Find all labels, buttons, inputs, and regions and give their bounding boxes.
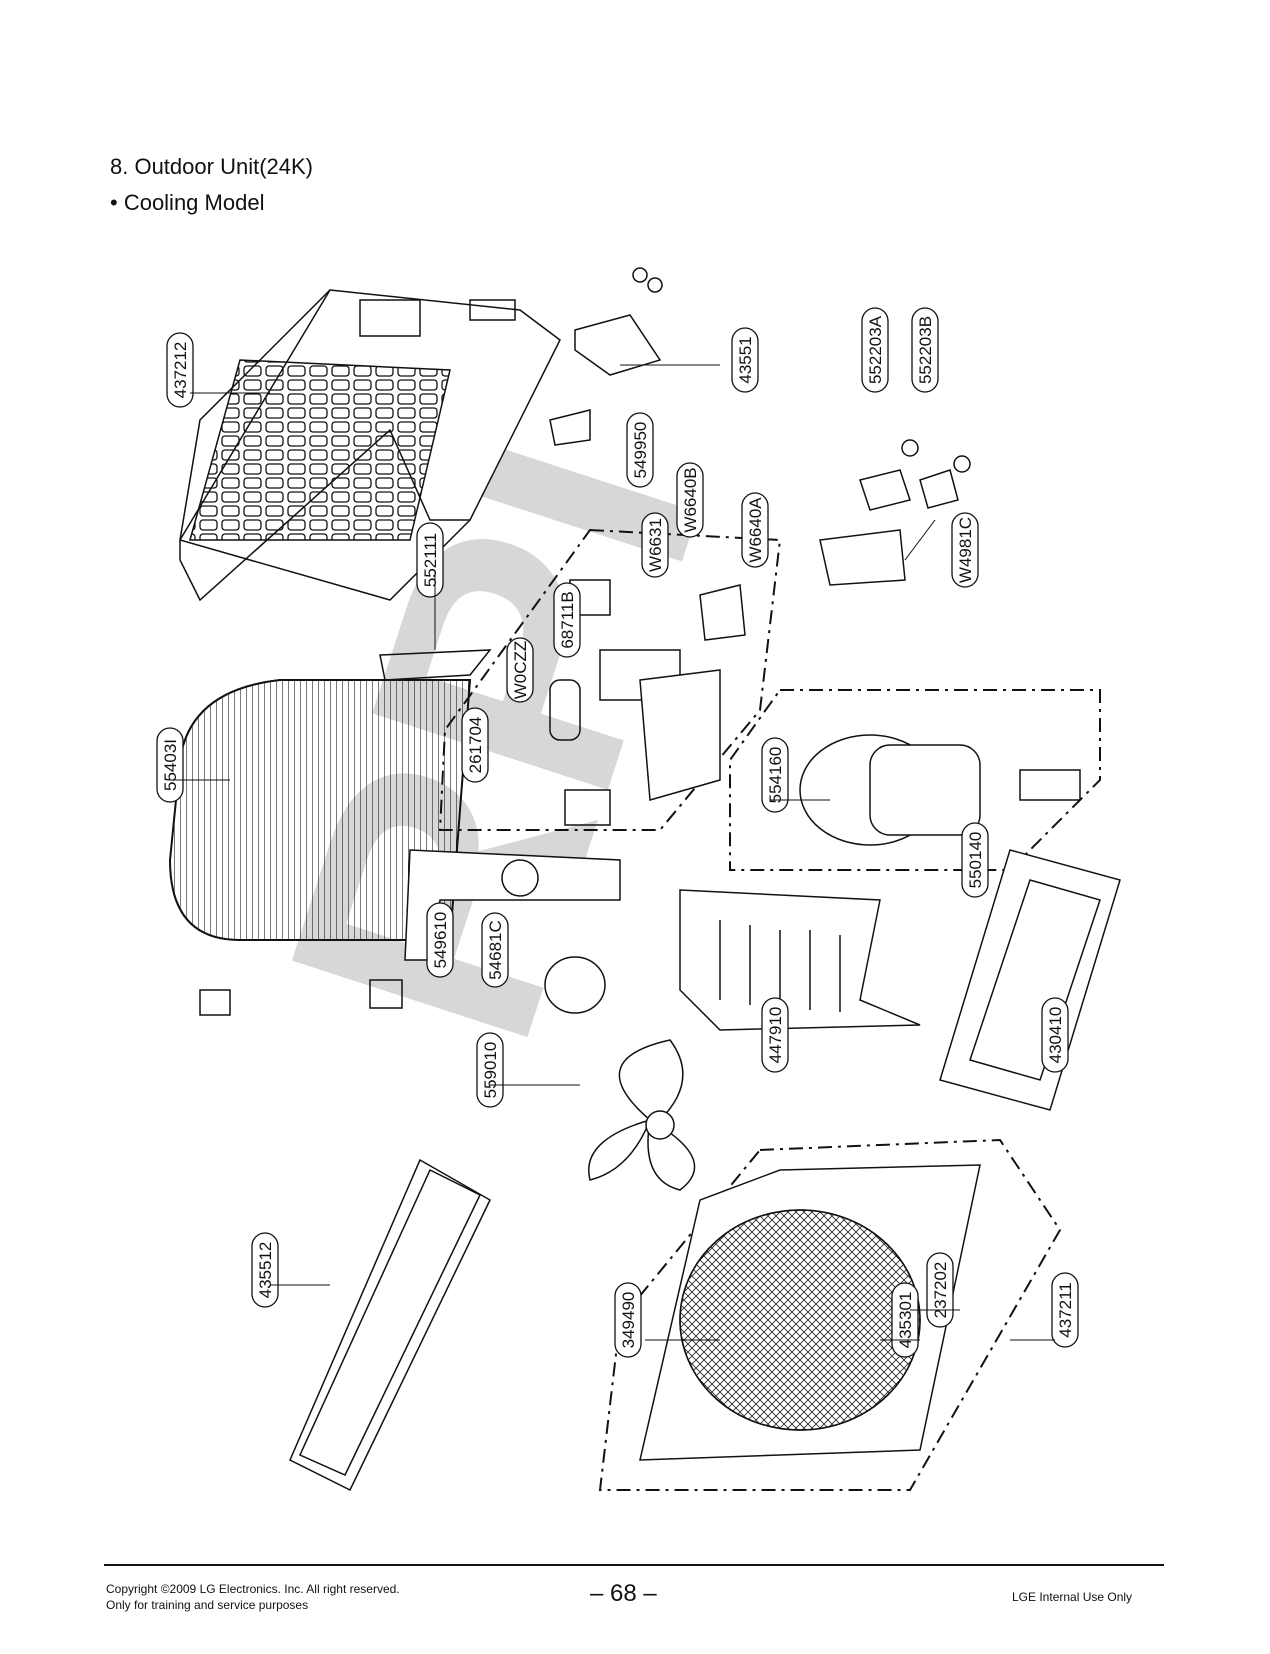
part-number: 435512 (256, 1242, 275, 1299)
part-number: 552111 (421, 533, 440, 587)
part-number: W6640B (681, 467, 700, 532)
leader-lines (170, 364, 1055, 1341)
part-callout: W6631 (641, 512, 669, 578)
motor-bracket (404, 849, 621, 961)
part-callout: 437212 (166, 332, 194, 408)
fan-motor (544, 956, 606, 1014)
part-callout: W0CZZ (506, 637, 534, 703)
part-number: 237202 (931, 1262, 950, 1319)
part-number: 447910 (766, 1007, 785, 1064)
part-callout: 549610 (426, 902, 454, 978)
part-callout: W4981C (951, 512, 979, 588)
part-callout: 430410 (1041, 997, 1069, 1073)
internal-use-note: LGE Internal Use Only (1012, 1590, 1133, 1604)
control-box-group (438, 528, 782, 831)
part-number: 437211 (1056, 1282, 1075, 1337)
part-callout: W6640A (741, 492, 769, 568)
part-number: W4981C (956, 517, 975, 583)
part-callout: 43551 (731, 327, 759, 393)
clip-part (199, 989, 231, 1016)
part-callout: 435512 (251, 1232, 279, 1308)
page-number: – 68 – (590, 1580, 657, 1607)
base-pan (679, 889, 921, 1031)
part-callout: 435301 (891, 1282, 919, 1358)
footer-divider (104, 1564, 1164, 1566)
part-number: W0CZZ (511, 641, 530, 700)
part-number: 261704 (466, 717, 485, 774)
part-callout: 55403I (156, 727, 184, 803)
part-callout: 549950 (626, 412, 654, 488)
training-note: Only for training and service purposes (106, 1598, 309, 1612)
part-callout: 554160 (761, 737, 789, 813)
side-cover (289, 1158, 491, 1492)
part-number: 552203A (866, 315, 885, 384)
front-panel-group (598, 1138, 1062, 1491)
section-subtitle: • Cooling Model (110, 190, 265, 215)
part-number: 54681C (486, 920, 505, 980)
part-callout: 552203B (911, 307, 939, 393)
part-number: 349490 (619, 1292, 638, 1349)
part-number: W6640A (746, 497, 765, 563)
part-callout: 237202 (926, 1252, 954, 1328)
part-number: 430410 (1046, 1007, 1065, 1064)
part-callout: 552203A (861, 307, 889, 393)
service-valves (819, 439, 971, 586)
part-number: 437212 (171, 342, 190, 399)
part-number: W6631 (646, 518, 665, 572)
part-callout: 447910 (761, 997, 789, 1073)
part-number: 549950 (631, 422, 650, 479)
part-number: 552203B (916, 316, 935, 384)
clip-part (369, 979, 403, 1009)
part-number: 435301 (896, 1292, 915, 1349)
top-cover-panel (179, 289, 561, 602)
part-callout: 552111 (416, 522, 444, 598)
part-number: 55403I (161, 739, 180, 791)
part-number: 43551 (736, 336, 755, 383)
part-callout: 349490 (614, 1282, 642, 1358)
part-number: 554160 (766, 747, 785, 804)
part-callout: 550140 (961, 822, 989, 898)
part-number: 559010 (481, 1042, 500, 1099)
part-callout: 559010 (476, 1032, 504, 1108)
part-number: 68711B (558, 591, 577, 648)
top-bracket (549, 267, 663, 446)
part-callout: 68711B (553, 582, 581, 658)
compressor-group (729, 689, 1101, 871)
part-callout: 437211 (1051, 1272, 1079, 1348)
page-title: 8. Outdoor Unit(24K) (110, 154, 313, 179)
part-number: 550140 (966, 832, 985, 889)
part-callout: 261704 (461, 707, 489, 783)
part-callout: W6640B (676, 462, 704, 538)
fan-propeller (588, 1039, 696, 1191)
side-panel (939, 849, 1121, 1111)
condenser-coil (168, 649, 492, 941)
part-number: 549610 (431, 912, 450, 969)
copyright-text: Copyright ©2009 LG Electronics. Inc. All… (106, 1582, 400, 1596)
part-callout: 54681C (481, 912, 509, 988)
